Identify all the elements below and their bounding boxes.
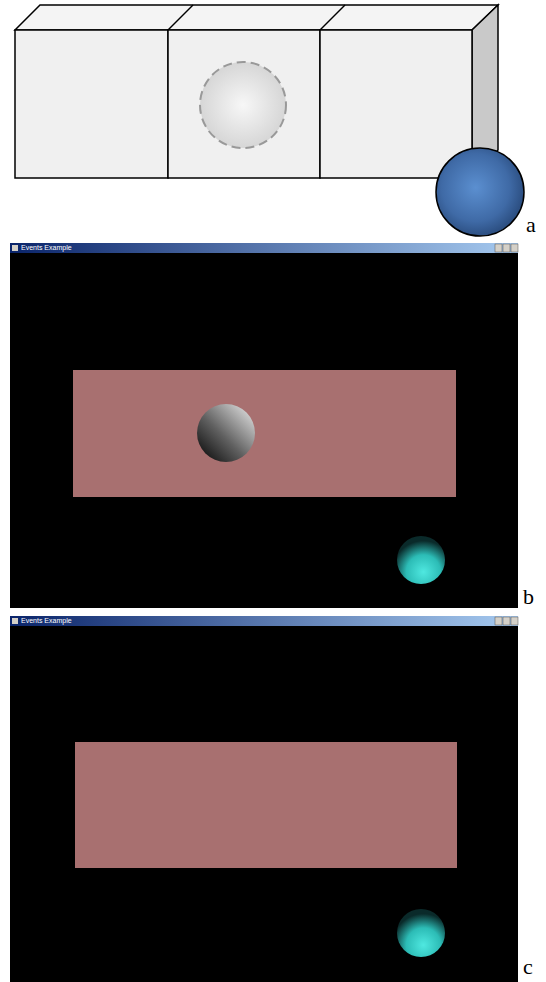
window-title: Events Example (21, 617, 72, 624)
panel-letter: b (523, 586, 534, 608)
hidden-sphere (200, 62, 286, 148)
window-title: Events Example (21, 244, 72, 251)
panel-letter: a (526, 214, 536, 236)
box-row (15, 5, 498, 178)
blue-sphere (436, 148, 524, 236)
screenshot-c (10, 616, 518, 982)
screenshot-b (10, 243, 518, 608)
panel-letter: c (523, 956, 533, 978)
